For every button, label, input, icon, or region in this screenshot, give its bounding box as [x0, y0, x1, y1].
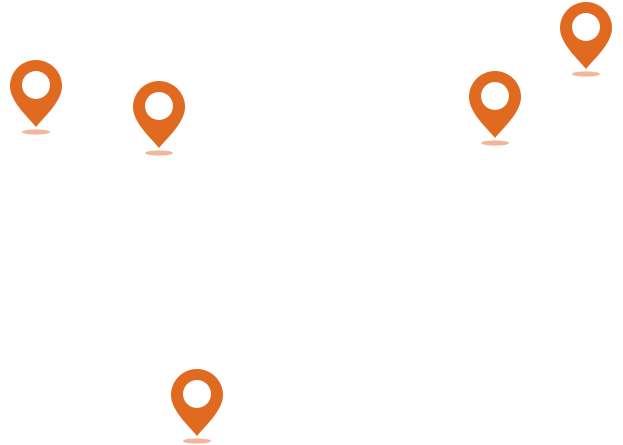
marker-shadow: [22, 129, 50, 135]
marker-shadow: [145, 150, 173, 156]
map-marker[interactable]: [7, 58, 65, 136]
marker-shadow: [481, 140, 509, 146]
marker-hole: [22, 71, 50, 99]
marker-shadow: [572, 71, 600, 77]
marker-hole: [183, 380, 211, 408]
map-marker[interactable]: [168, 367, 226, 445]
map-marker[interactable]: [130, 79, 188, 157]
marker-shadow: [183, 438, 211, 444]
marker-hole: [572, 13, 600, 41]
map-pin-icon: [560, 2, 612, 77]
marker-hole: [145, 92, 173, 120]
map-marker[interactable]: [466, 69, 524, 147]
map-pin-icon: [171, 369, 223, 444]
map-pin-icon: [10, 60, 62, 135]
map-marker[interactable]: [557, 0, 615, 78]
map-pin-icon: [133, 81, 185, 156]
marker-hole: [481, 82, 509, 110]
map-pin-icon: [469, 71, 521, 146]
